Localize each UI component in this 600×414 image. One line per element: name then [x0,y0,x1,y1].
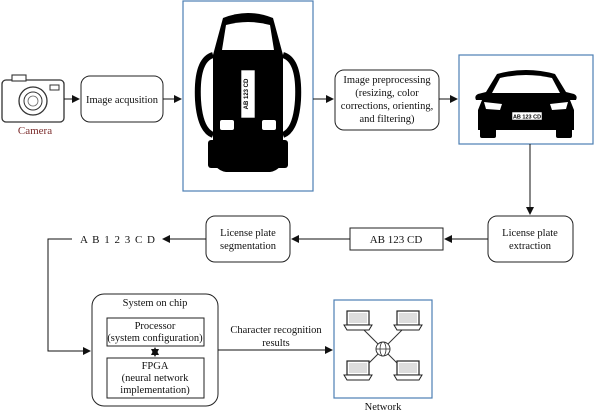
character-recognition-label: Character recognition results [230,325,322,349]
image-acquisition-label: Image acqusition [86,95,159,106]
svg-text:extraction: extraction [509,241,552,252]
car-front-plate-text: AB 123 CD [244,78,250,109]
svg-text:FPGA: FPGA [142,361,169,372]
svg-text:and filtering): and filtering) [359,114,415,125]
svg-text:License plate: License plate [220,228,276,239]
license-plate-segmentation-label: License plate segmentation [220,228,277,252]
svg-text:results: results [262,338,289,349]
camera-label: Camera [18,125,52,137]
network-label: Network [365,402,402,413]
svg-text:Character recognition: Character recognition [230,325,322,336]
svg-text:License plate: License plate [502,228,558,239]
image-preprocessing-box [334,69,440,131]
license-plate-extraction-label: License plate extraction [502,228,558,252]
license-plate-extraction-box [487,215,574,263]
car-front-icon [475,70,577,138]
processor-label: Processor (system configuration) [107,321,203,344]
svg-text:corrections, orienting,: corrections, orienting, [341,101,433,112]
system-on-chip-label: System on chip [123,298,188,309]
svg-text:(system configuration): (system configuration) [107,333,203,344]
svg-text:Image preprocessing: Image preprocessing [343,75,431,86]
license-plate-segmentation-box [205,215,291,263]
arrow-chars-to-soc [47,238,91,355]
svg-text:(neural network: (neural network [122,373,190,384]
fpga-box [106,357,205,399]
svg-text:segmentation: segmentation [220,241,277,252]
network-icon [343,310,423,381]
plate-text: AB 123 CD [370,234,423,246]
fpga-label: FPGA (neural network implementation) [120,361,190,396]
camera-icon [1,74,65,123]
processor-box [106,317,205,347]
image-preprocessing-label: Image preprocessing (resizing, color cor… [341,75,433,125]
svg-text:implementation): implementation) [120,385,190,396]
segmented-chars: A B 1 2 3 C D [80,234,156,246]
car-side-plate-text: AB 123 CD [513,115,541,121]
svg-text:(resizing, color: (resizing, color [355,88,419,99]
car-top-icon [194,13,302,172]
svg-text:Processor: Processor [135,321,176,332]
